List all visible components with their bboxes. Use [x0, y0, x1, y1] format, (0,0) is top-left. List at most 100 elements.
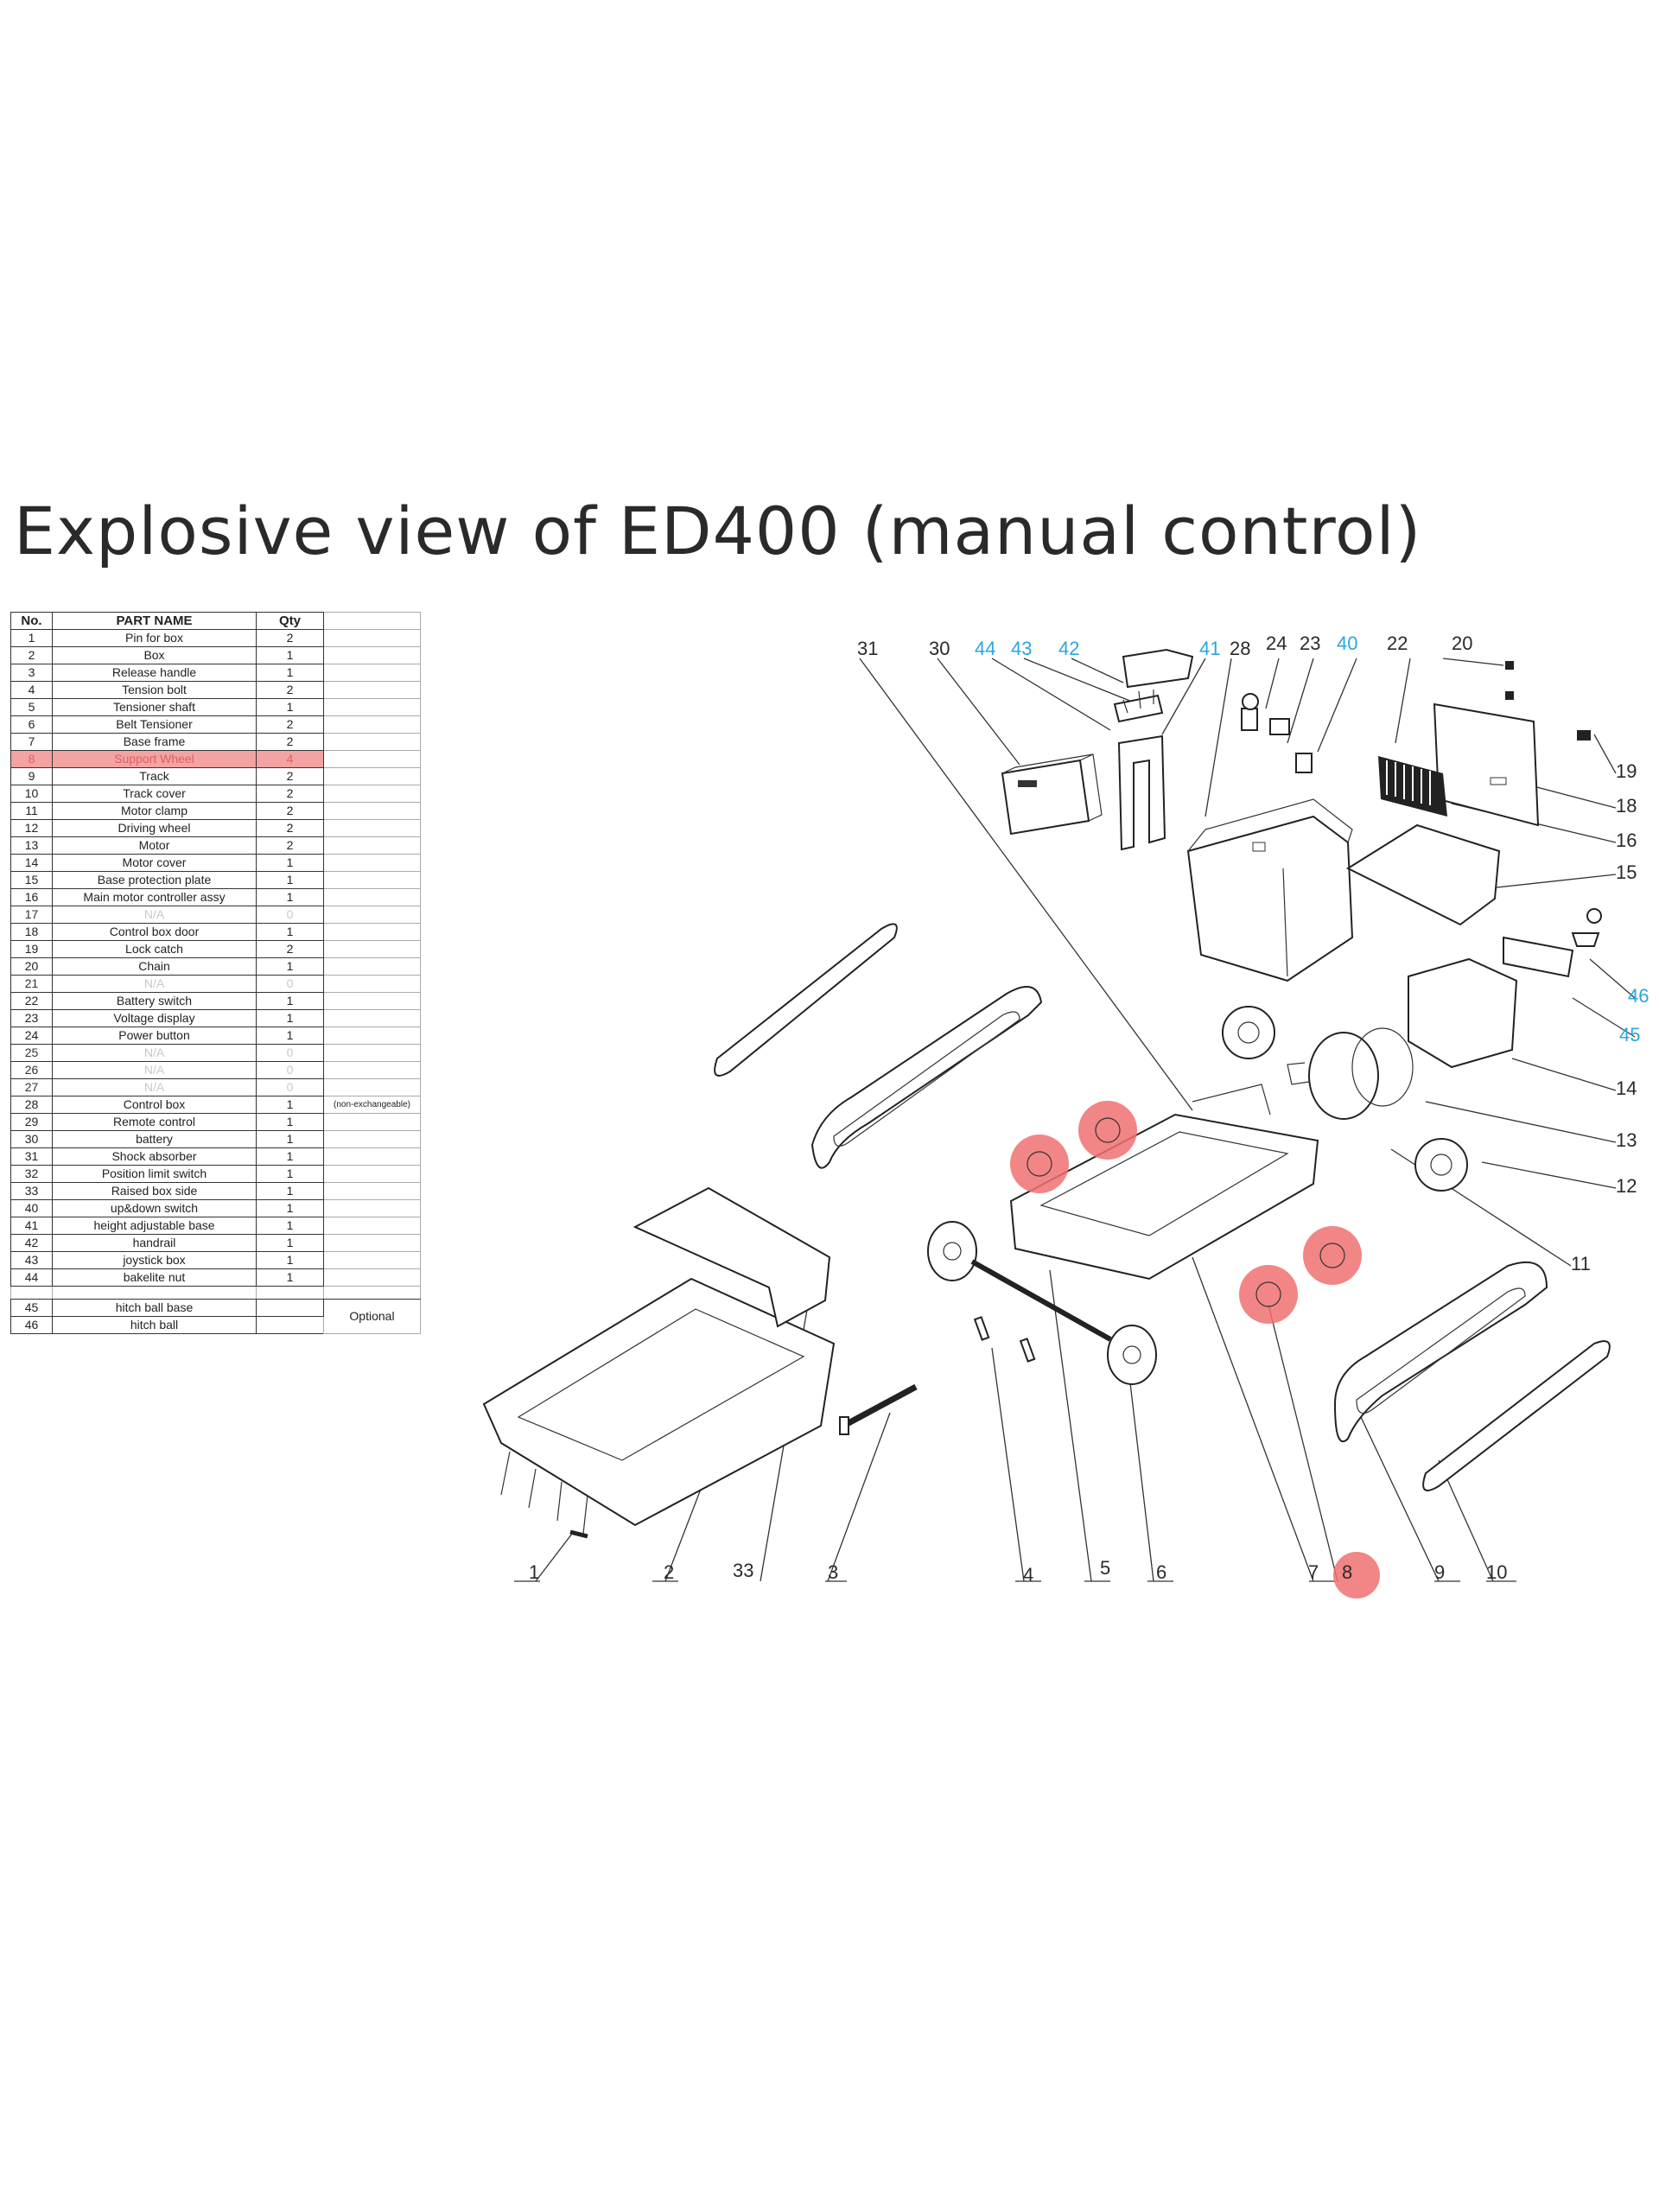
callout-45: 45 — [1619, 1024, 1640, 1046]
driving-wheel-lower — [1414, 1138, 1468, 1192]
release-handle — [839, 1383, 918, 1435]
callout-4: 4 — [1023, 1564, 1033, 1586]
callout-19: 19 — [1616, 760, 1637, 782]
support-wheel-highlight-4 — [1239, 1265, 1298, 1324]
cell-no: 25 — [10, 1044, 53, 1062]
tension-bolt-2 — [1019, 1338, 1036, 1363]
cell-no: 42 — [10, 1234, 53, 1252]
callout-11: 11 — [1571, 1253, 1591, 1274]
callout-23: 23 — [1300, 632, 1320, 654]
callout-18: 18 — [1616, 795, 1637, 817]
battery — [1001, 753, 1103, 836]
cell-no: 41 — [10, 1217, 53, 1235]
pin-for-box — [569, 1529, 588, 1539]
driving-wheel-upper — [1222, 1006, 1275, 1059]
cell-part-name: up&down switch — [52, 1199, 257, 1217]
callout-2: 2 — [664, 1561, 674, 1583]
page-title: Explosive view of ED400 (manual control) — [14, 493, 1422, 569]
track-right — [1333, 1262, 1548, 1443]
callout-14: 14 — [1616, 1077, 1637, 1099]
control-box — [1186, 798, 1354, 982]
table-gap-row — [10, 1286, 421, 1300]
callout-24: 24 — [1266, 632, 1287, 654]
motor — [1287, 1027, 1414, 1120]
cell-no: 15 — [10, 871, 53, 889]
cell-part-name: Base frame — [52, 733, 257, 751]
track-left — [810, 986, 1043, 1169]
callout-41: 41 — [1199, 638, 1220, 659]
callout-42: 42 — [1058, 638, 1079, 659]
cell-part-name: battery — [52, 1130, 257, 1148]
callout-3: 3 — [828, 1561, 838, 1583]
leader-lines — [514, 658, 1636, 1582]
support-wheel-highlight-2 — [1010, 1135, 1069, 1193]
track-cover-right — [1422, 1340, 1611, 1491]
box — [482, 1277, 836, 1535]
cell-no: 40 — [10, 1199, 53, 1217]
track-cover-left — [714, 923, 898, 1077]
cell-part-name: Release handle — [52, 664, 257, 682]
base-protection-plate — [1345, 823, 1501, 926]
callout-40: 40 — [1337, 632, 1357, 654]
callout-20: 20 — [1452, 632, 1472, 654]
callout-16: 16 — [1616, 830, 1637, 851]
callouts: 31 30 44 43 42 41 28 24 23 40 22 20 19 1… — [529, 632, 1649, 1599]
cell-no: 14 — [10, 854, 53, 872]
tension-bolt-1 — [973, 1316, 990, 1341]
cell-part-name: bakelite nut — [52, 1268, 257, 1287]
callout-22: 22 — [1387, 632, 1408, 654]
control-box-door — [1433, 702, 1540, 827]
callout-9: 9 — [1434, 1561, 1445, 1583]
callout-8-highlight — [1333, 1552, 1380, 1599]
cell-no: 16 — [10, 888, 53, 906]
callout-6: 6 — [1156, 1561, 1166, 1583]
cell-part-name: hitch ball base — [52, 1299, 257, 1317]
cell-part-name: Support Wheel — [52, 750, 257, 768]
cell-part-name: Lock catch — [52, 940, 257, 958]
callout-15: 15 — [1616, 861, 1637, 883]
cell-part-name: Belt Tensioner — [52, 715, 257, 734]
hitch-ball-assembly — [1503, 908, 1602, 978]
base-frame — [1009, 1084, 1319, 1281]
raised-box-side — [632, 1186, 831, 1328]
cell-part-name: Control box door — [52, 923, 257, 941]
cell-part-name: Tensioner shaft — [52, 698, 257, 716]
callout-13: 13 — [1616, 1129, 1637, 1151]
cell-part-name: Tension bolt — [52, 681, 257, 699]
support-wheel-highlight-1 — [1078, 1101, 1137, 1160]
callout-10: 10 — [1486, 1561, 1507, 1583]
cell-part-name: joystick box — [52, 1251, 257, 1269]
callout-46: 46 — [1628, 985, 1649, 1007]
cell-part-name: Position limit switch — [52, 1165, 257, 1183]
callout-44: 44 — [975, 638, 995, 659]
callout-33: 33 — [733, 1560, 753, 1581]
cell-part-name: Battery switch — [52, 992, 257, 1010]
cell-part-name: Remote control — [52, 1113, 257, 1131]
handrail-assembly — [1113, 648, 1194, 851]
cell-no: 24 — [10, 1027, 53, 1045]
tensioner-shaft — [970, 1259, 1112, 1342]
belt-tensioner-right — [1107, 1325, 1157, 1385]
